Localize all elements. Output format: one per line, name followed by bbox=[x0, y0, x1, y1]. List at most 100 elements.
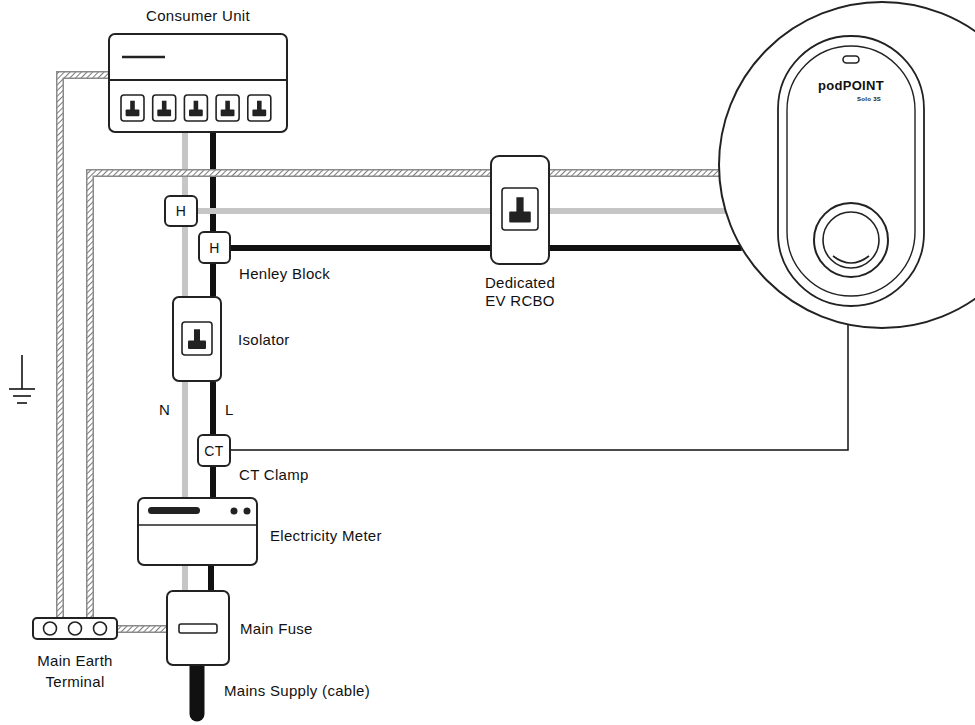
clamp-letters: CT bbox=[204, 442, 223, 460]
component-outline bbox=[33, 618, 117, 639]
main-earth-terminal: Main Earth Terminal bbox=[32, 617, 118, 640]
terminal-screw bbox=[44, 622, 57, 635]
consumer-unit: Consumer Unit bbox=[108, 33, 288, 133]
block-letter: H bbox=[209, 239, 219, 257]
wire-path bbox=[90, 173, 719, 617]
panel-mark bbox=[122, 56, 165, 59]
wire-path bbox=[60, 75, 108, 617]
switch-outline bbox=[502, 188, 538, 230]
conductor-label: L bbox=[225, 400, 234, 419]
brand-logo: podPOINT bbox=[791, 78, 911, 94]
switch-base bbox=[126, 110, 140, 117]
neutral-wire bbox=[198, 211, 490, 212]
earth-symbol bbox=[9, 355, 35, 403]
switch-base bbox=[188, 340, 206, 349]
neutral-wire bbox=[185, 382, 186, 497]
earth-wire bbox=[90, 173, 719, 617]
component-outline bbox=[173, 297, 221, 381]
live-wire bbox=[231, 248, 490, 249]
meter-display bbox=[148, 507, 200, 514]
henley-block: HHenley Block bbox=[198, 231, 231, 264]
earth-bar bbox=[13, 395, 31, 397]
earth-bar bbox=[17, 402, 27, 404]
terminal-screw bbox=[94, 622, 107, 635]
switch-outline bbox=[153, 95, 176, 121]
wire-path bbox=[231, 324, 848, 450]
wire-path bbox=[210, 467, 216, 497]
component-label: Consumer Unit bbox=[146, 6, 250, 25]
switch-outline bbox=[182, 322, 212, 355]
component-label: Electricity Meter bbox=[270, 526, 382, 545]
wire-path bbox=[210, 264, 216, 296]
charger-face-inner bbox=[787, 46, 915, 296]
wire-path bbox=[60, 75, 108, 617]
live-wire bbox=[213, 382, 214, 434]
meter-dot bbox=[244, 508, 251, 515]
switch-outline bbox=[121, 95, 144, 121]
switch-symbol bbox=[121, 95, 144, 121]
neutral-wire bbox=[550, 211, 726, 212]
live-wire bbox=[213, 467, 214, 497]
wire-path bbox=[182, 566, 188, 590]
live-wire bbox=[213, 133, 214, 231]
wire-path bbox=[198, 208, 490, 214]
henley-block: H bbox=[164, 195, 198, 227]
switch-symbol bbox=[502, 188, 538, 230]
charging-socket bbox=[814, 203, 888, 277]
switch-symbol bbox=[184, 95, 207, 121]
block-letter: H bbox=[176, 202, 186, 220]
wire-path bbox=[210, 133, 216, 231]
meter-dot bbox=[231, 508, 238, 515]
switch-base bbox=[509, 212, 531, 223]
component-outline bbox=[138, 498, 257, 565]
charger-face bbox=[778, 36, 924, 306]
component-outline bbox=[109, 34, 287, 132]
model-name: Solo 3S bbox=[857, 95, 881, 103]
component-drawing bbox=[172, 296, 222, 382]
wire-path bbox=[550, 208, 726, 214]
switch-outline bbox=[248, 95, 271, 121]
live-wire bbox=[213, 264, 214, 296]
component-label: Henley Block bbox=[239, 264, 330, 283]
conductor-label: N bbox=[159, 400, 170, 419]
component-outline bbox=[165, 196, 197, 226]
status-light bbox=[843, 56, 859, 63]
component-drawing bbox=[715, 0, 975, 335]
earth-wire bbox=[60, 75, 108, 617]
ev-charger: podPOINTSolo 3S bbox=[715, 0, 975, 335]
socket-key bbox=[833, 256, 869, 263]
neutral-wire bbox=[185, 133, 186, 195]
wire-path bbox=[182, 133, 188, 195]
ev-rcbo: Dedicated EV RCBO bbox=[490, 155, 550, 265]
socket-inner bbox=[823, 212, 879, 268]
main-fuse: Main Fuse bbox=[166, 590, 230, 666]
wire-path bbox=[118, 627, 166, 632]
live-wire bbox=[550, 248, 742, 249]
component-outline bbox=[491, 156, 549, 264]
component-label: Isolator bbox=[238, 330, 290, 349]
wire-path bbox=[231, 245, 490, 251]
charger-housing bbox=[719, 2, 975, 328]
switch-base bbox=[189, 110, 203, 117]
panel-divider bbox=[109, 79, 287, 81]
earth-stem bbox=[21, 355, 23, 389]
wire-path bbox=[208, 566, 214, 590]
switch-outline bbox=[184, 95, 207, 121]
switch-base bbox=[252, 110, 266, 117]
neutral-wire bbox=[185, 227, 186, 296]
ct-clamp: CTCT Clamp bbox=[197, 434, 231, 467]
component-label: Mains Supply (cable) bbox=[224, 681, 370, 700]
mains-cable bbox=[190, 664, 205, 714]
live-wire bbox=[211, 566, 212, 590]
earth-wire bbox=[118, 629, 166, 630]
component-label: Dedicated EV RCBO bbox=[478, 274, 562, 310]
terminal-screw bbox=[69, 622, 82, 635]
component-drawing bbox=[166, 590, 230, 666]
ct-signal-wire bbox=[231, 324, 848, 450]
switch-outline bbox=[216, 95, 239, 121]
component-drawing bbox=[137, 497, 258, 566]
switch-base bbox=[157, 110, 171, 117]
component-label: CT Clamp bbox=[239, 465, 309, 484]
